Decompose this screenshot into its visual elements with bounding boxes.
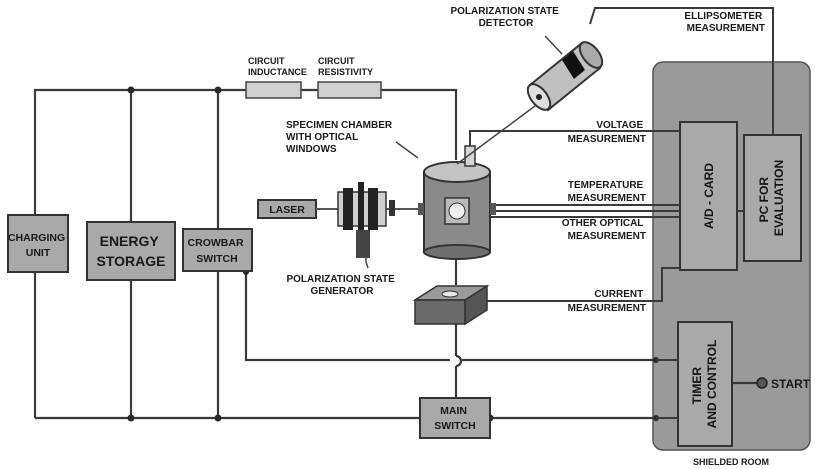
ellipsometer-label: ELLIPSOMETER MEASUREMENT xyxy=(684,11,765,34)
polarization-generator-component xyxy=(337,182,395,258)
crowbar-switch-box xyxy=(182,228,253,272)
power-circuit-wires xyxy=(33,88,762,420)
generator-pointer xyxy=(365,248,369,269)
crowbar-switch-label: CROWBAR SWITCH xyxy=(188,237,247,265)
charging-unit-box xyxy=(7,214,69,273)
energy-storage-label: ENERGY STORAGE xyxy=(97,233,166,269)
main-switch-label: MAIN SWITCH xyxy=(434,405,475,432)
charging-unit-label: CHARGING UNIT xyxy=(8,232,68,259)
timer-control-box xyxy=(677,321,733,447)
current-measurement-label: CURRENT MEASUREMENT xyxy=(568,289,646,314)
laser-label: LASER xyxy=(269,204,305,216)
specimen-chamber xyxy=(418,145,496,260)
ad-card-box xyxy=(679,121,738,271)
circuit-resistivity-label: CIRCUIT RESISTIVITY xyxy=(318,56,373,77)
start-label: START xyxy=(771,377,811,391)
temperature-measurement-label: TEMPERATURE MEASUREMENT xyxy=(568,180,646,204)
timer-control-label: TIMER AND CONTROL xyxy=(690,340,719,429)
other-optical-measurement-label: OTHER OPTICAL MEASUREMENT xyxy=(562,218,646,242)
energy-storage-box xyxy=(86,221,176,281)
polarization-detector-label: POLARIZATION STATE DETECTOR xyxy=(450,6,561,29)
ad-card-label: A/D - CARD xyxy=(702,163,716,229)
pc-evaluation-box xyxy=(743,134,802,262)
shielded-room-label: SHIELDED ROOM xyxy=(693,457,769,467)
circuit-resistivity-component xyxy=(317,81,382,99)
circuit-inductance-label: CIRCUIT INDUCTANCE xyxy=(248,56,307,77)
main-switch-box xyxy=(419,397,491,439)
polarization-generator-label: POLARIZATION STATE GENERATOR xyxy=(286,274,397,297)
specimen-chamber-label: SPECIMEN CHAMBER WITH OPTICAL WINDOWS xyxy=(286,120,395,155)
voltage-measurement-label: VOLTAGE MEASUREMENT xyxy=(568,120,646,145)
chamber-pointer xyxy=(395,141,419,159)
circuit-inductance-component xyxy=(245,81,302,99)
current-measurement-stage xyxy=(412,284,490,326)
polarization-detector-component xyxy=(456,41,604,165)
start-button-icon[interactable] xyxy=(756,377,768,389)
pc-evaluation-label: PC FOR EVALUATION xyxy=(757,160,786,236)
detector-pointer xyxy=(544,35,563,55)
